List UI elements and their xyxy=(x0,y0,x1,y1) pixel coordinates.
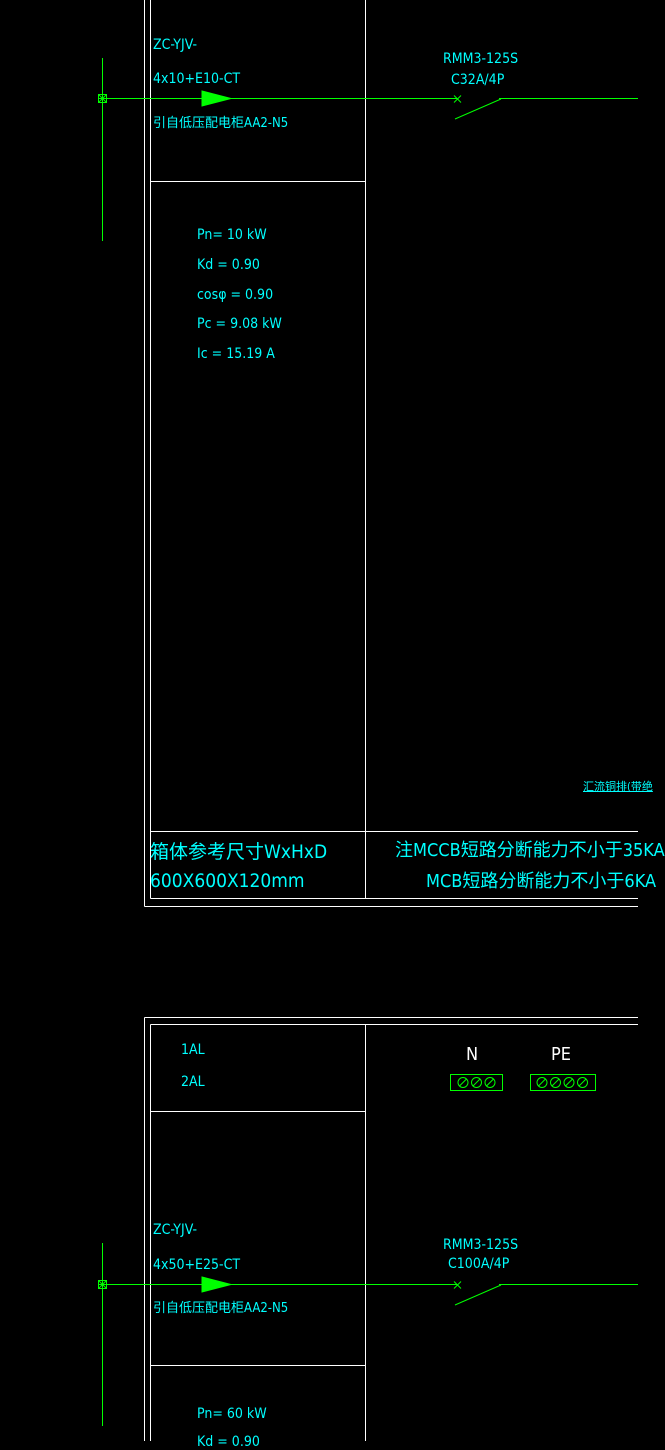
schematic-canvas xyxy=(98,0,638,1441)
panel2-pe-label: PE xyxy=(551,1044,571,1065)
panel2-n-label: N xyxy=(466,1044,479,1065)
panel1-load-pc: Pc = 9.08 kW xyxy=(197,316,282,332)
panel2-load-kd: Kd = 0.90 xyxy=(197,1434,260,1450)
panel1-breaker-rating: C32A/4P xyxy=(451,72,505,88)
panel1-load-kd: Kd = 0.90 xyxy=(197,257,260,273)
panel1-load-cos: cosφ = 0.90 xyxy=(197,287,274,303)
panel2-breaker-rating: C100A/4P xyxy=(448,1256,510,1272)
panel1-box-size-value: 600X600X120mm xyxy=(150,870,305,892)
panel2-cable-spec-line1: ZC-YJV- xyxy=(153,1222,198,1238)
panel1-note-mccb: 注MCCB短路分断能力不小于35KA xyxy=(395,840,665,861)
panel1-feeder-line xyxy=(98,58,457,241)
panel1-breaker-model: RMM3-125S xyxy=(443,51,519,67)
pe-terminal-block-icon xyxy=(530,1074,596,1091)
n-terminal-block-icon xyxy=(450,1074,503,1091)
panel2-feed-arrow xyxy=(201,1276,233,1293)
panel2-frame xyxy=(144,1017,638,1441)
panel2-id-2al: 2AL xyxy=(181,1074,205,1090)
panel1-box-size-label: 箱体参考尺寸WxHxD xyxy=(150,841,328,863)
panel1-cable-spec-line2: 4x10+E10-CT xyxy=(153,71,241,87)
panel1-note-mcb: MCB短路分断能力不小于6KA xyxy=(426,871,657,892)
panel1-frame xyxy=(144,0,638,907)
panel1-feed-arrow xyxy=(201,90,233,107)
panel2-load-pn: Pn= 60 kW xyxy=(197,1406,267,1422)
panel1-load-ic: Ic = 15.19 A xyxy=(197,346,275,362)
panel1-breaker-symbol xyxy=(453,95,638,120)
panel1-busbar-note: 汇流铜排(带绝 xyxy=(583,780,653,793)
panel1-cable-source: 引自低压配电柜AA2-N5 xyxy=(153,116,289,131)
panel2-cable-source: 引自低压配电柜AA2-N5 xyxy=(153,1301,289,1316)
panel1-load-pn: Pn= 10 kW xyxy=(197,227,267,243)
panel2-feeder-line xyxy=(98,1243,457,1426)
panel2-breaker-model: RMM3-125S xyxy=(443,1237,519,1253)
panel2-id-1al: 1AL xyxy=(181,1042,205,1058)
panel2-cable-spec-line2: 4x50+E25-CT xyxy=(153,1257,241,1273)
panel2-breaker-symbol xyxy=(453,1281,638,1306)
panel1-cable-spec-line1: ZC-YJV- xyxy=(153,37,198,53)
